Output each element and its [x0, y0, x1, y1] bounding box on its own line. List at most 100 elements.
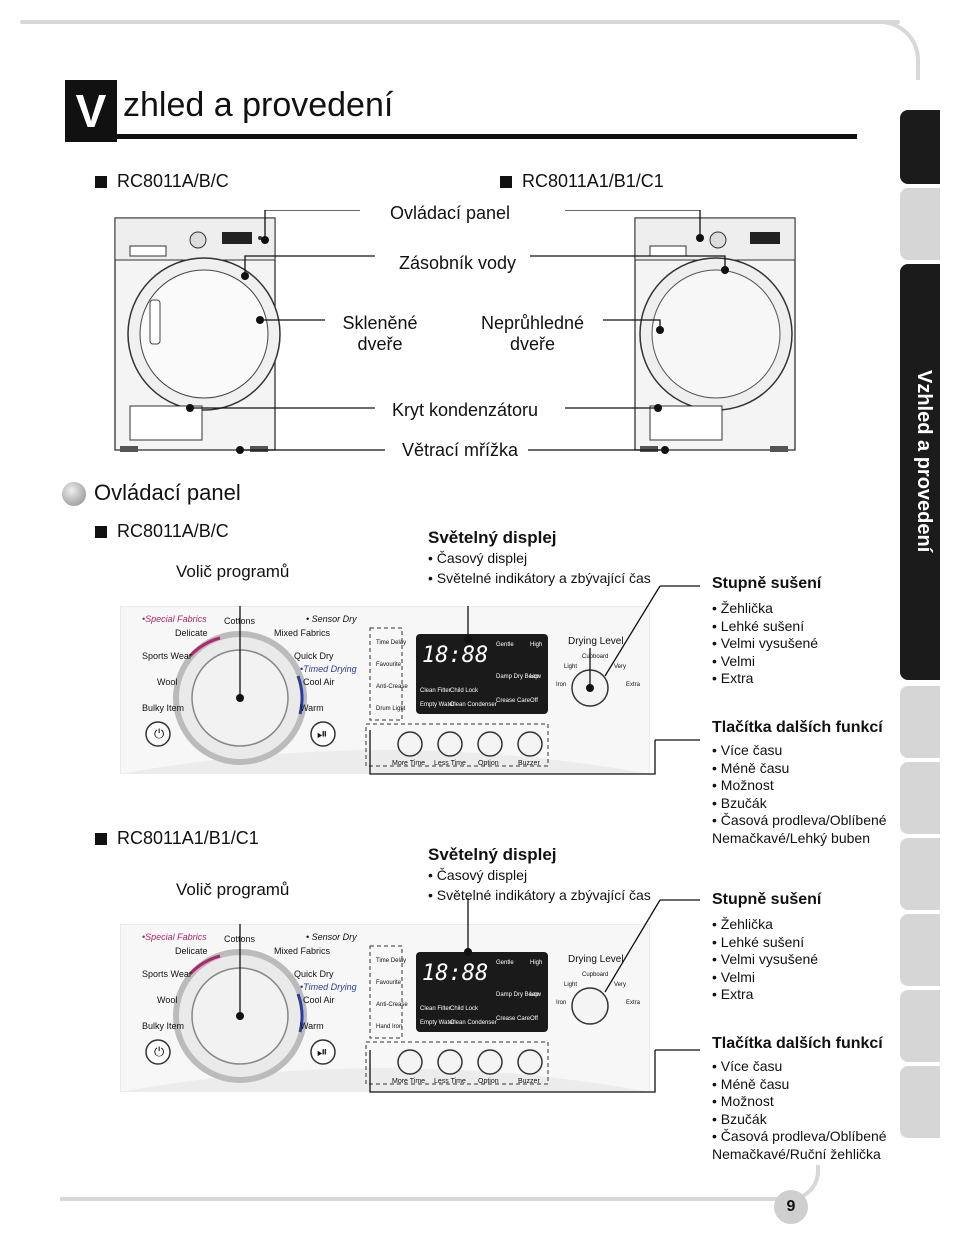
program-label: Warm	[300, 1021, 324, 1031]
drying-option: Extra	[626, 1000, 641, 1006]
page-title: zhled a provedení	[123, 86, 394, 124]
square-bullet-icon	[95, 526, 107, 539]
drying-level-title: Drying Level	[568, 954, 624, 965]
dry-item: Velmi vysušené	[720, 951, 819, 967]
side-button-label[interactable]: Anti-Crease	[376, 1002, 408, 1008]
func-item: Bzučák	[720, 1110, 767, 1127]
display-digits-2: 18:88	[422, 961, 488, 986]
indicator-label: Child Lock	[450, 1006, 479, 1012]
indicator-label: Crease Care	[496, 698, 531, 704]
label-opaque-door: Neprůhledné dveře	[480, 313, 585, 354]
program-label: Warm	[300, 703, 324, 713]
control-panel-2: 18:88 •Special Fabrics Delicate Cottons …	[120, 924, 650, 1092]
selector-label-1: Volič programů	[176, 562, 290, 581]
program-label: Cottons	[224, 616, 256, 626]
indicator-label: Empty Water	[420, 1020, 455, 1026]
dry-item: Velmi vysušené	[720, 635, 819, 651]
indicator-label: Clean Filter	[420, 1006, 451, 1012]
side-button-label[interactable]: Favourite	[376, 980, 402, 986]
section-title: Ovládací panel	[94, 480, 241, 505]
less-time-button[interactable]: Less Time	[434, 760, 466, 767]
drying-option: Extra	[626, 682, 641, 688]
dryer-right	[634, 217, 796, 452]
side-button-label[interactable]: Time Delay	[376, 640, 407, 646]
side-button-label[interactable]: Time Delay	[376, 958, 407, 964]
section-control-panel: Ovládací panel	[62, 480, 241, 507]
drying-option: Cupboard	[582, 972, 609, 978]
display-item: Světelné indikátory a zbývající čas	[436, 570, 651, 586]
program-label: Quick Dry	[294, 651, 334, 661]
program-label: • Sensor Dry	[306, 932, 357, 942]
program-label: Bulky Item	[142, 1021, 185, 1031]
dryer-illustrations	[114, 210, 796, 454]
func-buttons-1: Tlačítka dalších funkcí • Více času • Mé…	[712, 718, 892, 847]
program-label: Cottons	[224, 934, 256, 944]
page-frame-bottom	[60, 1197, 780, 1201]
model-left: RC8011A/B/C	[117, 171, 229, 191]
drying-level-title: Drying Level	[568, 636, 624, 647]
less-time-button[interactable]: Less Time	[434, 1078, 466, 1085]
dry-item: Žehlička	[720, 600, 773, 616]
program-label: Delicate	[175, 946, 208, 956]
power-icon[interactable]: ⏻	[154, 1044, 165, 1059]
indicator-label: Damp Dry Beep	[496, 674, 539, 680]
display-desc-1: Světelný displej • Časový displej • Svět…	[428, 528, 651, 586]
program-label: Sports Wear	[142, 969, 192, 979]
tab-9[interactable]	[900, 1066, 940, 1138]
func-item: Bzučák	[720, 794, 767, 811]
dry-item: Žehlička	[720, 916, 773, 932]
program-label: Cool Air	[303, 995, 335, 1005]
indicator-label: Low	[530, 992, 542, 998]
square-bullet-icon	[95, 176, 107, 189]
tab-5[interactable]	[900, 762, 940, 834]
chapter-letter: V	[65, 80, 117, 142]
program-label: Mixed Fabrics	[274, 946, 331, 956]
indicator-label: Gentle	[496, 960, 514, 966]
label-water-container: Zásobník vody	[398, 253, 517, 273]
dry-levels-2: Stupně sušení • Žehlička • Lehké sušení …	[712, 890, 897, 1004]
func-item: Více času	[720, 742, 783, 758]
more-time-button[interactable]: More Time	[392, 760, 426, 767]
option-button[interactable]: Option	[478, 1078, 499, 1085]
tab-8[interactable]	[900, 990, 940, 1062]
tab-2[interactable]	[900, 188, 940, 260]
cp-model-2: RC8011A1/B1/C1	[95, 828, 259, 849]
program-label: •Special Fabrics	[142, 614, 207, 624]
program-label: Sports Wear	[142, 651, 192, 661]
indicator-label: Off	[530, 1016, 538, 1022]
indicator-label: Off	[530, 698, 538, 704]
drying-option: Cupboard	[582, 654, 609, 660]
cp-model-2-text: RC8011A1/B1/C1	[117, 828, 259, 848]
func-item: Možnost	[720, 777, 774, 793]
display-digits-1: 18:88	[422, 643, 488, 668]
side-button-label[interactable]: Hand Iron	[376, 1024, 403, 1030]
func-item: Časová prodleva/Oblíbené Nemačkavé/Lehký…	[712, 812, 887, 846]
side-button-label[interactable]: Anti-Crease	[376, 684, 408, 690]
dryer-left	[114, 217, 281, 452]
power-icon[interactable]: ⏻	[154, 726, 165, 741]
func-item: Možnost	[720, 1093, 774, 1109]
buzzer-button[interactable]: Buzzer	[518, 760, 540, 767]
play-pause-icon[interactable]: ⏯	[317, 1044, 328, 1059]
title-underline	[65, 134, 857, 139]
tab-6[interactable]	[900, 838, 940, 910]
drying-option: Light	[564, 664, 578, 670]
tab-active[interactable]	[900, 264, 940, 680]
tab-7[interactable]	[900, 914, 940, 986]
display-item: Časový displej	[436, 867, 528, 883]
display-item: Časový displej	[436, 550, 528, 566]
indicator-label: Clean Filter	[420, 688, 451, 694]
func-buttons-2: Tlačítka dalších funkcí • Více času • Mé…	[712, 1034, 892, 1163]
play-pause-icon[interactable]: ⏯	[317, 726, 328, 741]
cp-model-1: RC8011A/B/C	[95, 521, 229, 542]
more-time-button[interactable]: More Time	[392, 1078, 426, 1085]
side-button-label[interactable]: Favourite	[376, 662, 402, 668]
buzzer-button[interactable]: Buzzer	[518, 1078, 540, 1085]
tab-1[interactable]	[900, 110, 940, 184]
tab-4[interactable]	[900, 686, 940, 758]
option-button[interactable]: Option	[478, 760, 499, 767]
indicator-label: Low	[530, 674, 542, 680]
drying-option: Iron	[556, 1000, 567, 1006]
side-button-label[interactable]: Drum Light	[376, 706, 406, 712]
indicator-label: Crease Care	[496, 1016, 531, 1022]
